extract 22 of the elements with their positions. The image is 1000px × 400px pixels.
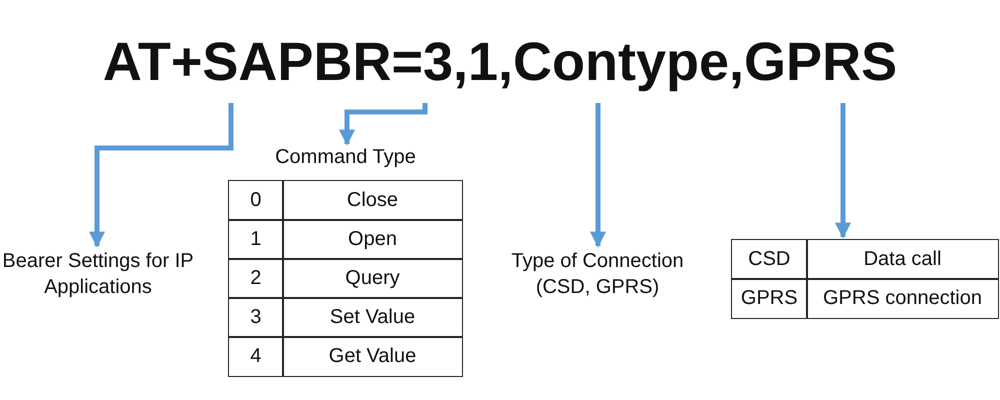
table-cell: Get Value <box>282 336 463 376</box>
arrow <box>339 103 428 146</box>
table-cell: GPRS <box>731 278 808 318</box>
table-cell: Close <box>282 180 463 220</box>
arrow <box>835 103 851 239</box>
table-cell: CSD <box>731 239 808 280</box>
table-cell: 2 <box>228 258 284 298</box>
table-cell: Data call <box>806 239 999 280</box>
table-cell: Open <box>282 219 463 260</box>
command-text: AT+SAPBR=3,1,Contype,GPRS <box>80 25 920 100</box>
table-cell: 3 <box>228 297 284 338</box>
table-cell: Set Value <box>282 297 463 338</box>
arrow <box>89 103 234 248</box>
table-cell: 0 <box>228 180 284 220</box>
arrow <box>590 103 606 248</box>
table-title: Command Type <box>274 146 417 170</box>
table-cell: 4 <box>228 336 284 376</box>
table-cell: Query <box>282 258 463 298</box>
table-cell: GPRS connection <box>806 278 999 318</box>
table-cell: 1 <box>228 219 284 260</box>
description-text: Bearer Settings for IP Applications <box>0 248 196 304</box>
description-text: Type of Connection (CSD, GPRS) <box>490 248 705 304</box>
